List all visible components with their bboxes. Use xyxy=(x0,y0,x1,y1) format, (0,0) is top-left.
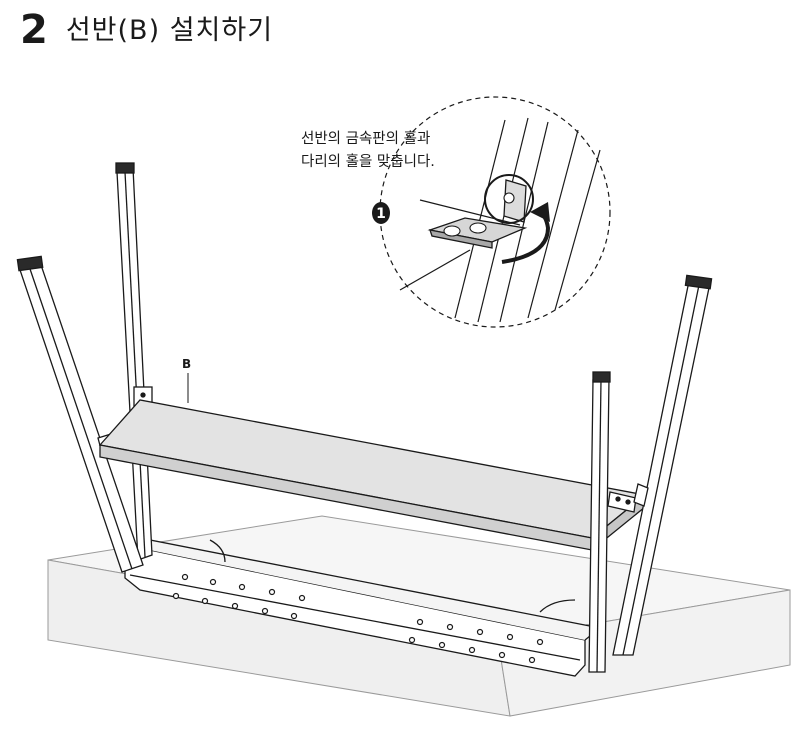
step-marker-number: 1 xyxy=(376,206,386,222)
lower-frame xyxy=(124,520,602,677)
leg-front-right xyxy=(588,371,637,673)
detail-callout xyxy=(379,96,611,328)
step-header: 2 선반(B) 설치하기 xyxy=(20,8,273,52)
step-number: 2 xyxy=(20,7,48,53)
frame-holes xyxy=(172,573,544,664)
step-title: 선반(B) 설치하기 xyxy=(65,14,274,46)
leg-back-right xyxy=(612,274,713,656)
callout-line-2: 다리의 홀을 맞춥니다. xyxy=(301,153,435,170)
callout-line-1: 선반의 금속판의 홀과 xyxy=(301,130,430,147)
rotate-arrow-head xyxy=(530,202,550,222)
alignment-highlight xyxy=(484,174,534,224)
part-label-b: B xyxy=(182,357,191,371)
step-marker: 1 xyxy=(372,202,390,224)
